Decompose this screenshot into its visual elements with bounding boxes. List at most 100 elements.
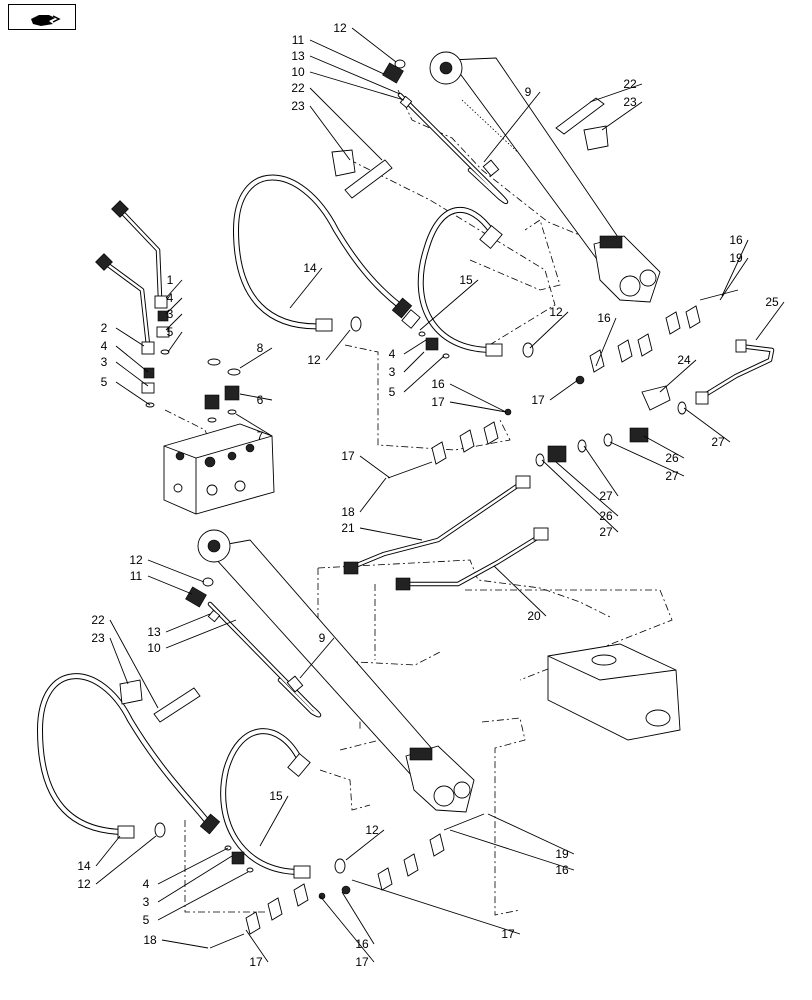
leader-line [115,361,149,387]
callout-label: 3 [167,307,174,321]
leader-line [483,91,541,163]
tube-20 [395,527,549,591]
callout-label: 4 [101,339,108,353]
leader-line [341,891,375,945]
callout-label: 3 [101,355,108,369]
leader-line [157,855,233,903]
callout-label: 19 [729,251,743,265]
callout-label: 18 [341,505,355,519]
leader-line [541,459,619,533]
callout-label: 13 [147,625,161,639]
callout-label: 17 [501,927,515,941]
leader-line [235,413,273,437]
callout-label: 7 [257,429,264,443]
leader-line [239,347,273,369]
leader-line [719,257,749,301]
leader-line [319,895,375,963]
leader-line [289,267,323,309]
leader-line [609,441,685,477]
lower-tube-10 [185,577,322,718]
leader-line [309,55,401,95]
callout-label: 27 [599,489,613,503]
navigation-button[interactable] [8,4,76,30]
callout-label: 10 [147,641,161,655]
leader-line [449,401,507,413]
callout-label: 20 [527,609,541,623]
leader-line [549,379,579,401]
leader-line [165,279,183,299]
leader-line [683,407,731,443]
hand-pointer-icon [31,15,61,26]
callout-label: 12 [77,877,91,891]
hose-15-lower [220,728,346,879]
callout-label: 21 [341,521,355,535]
leader-line [403,339,427,355]
leader-line [359,527,423,541]
leader-line [299,637,335,679]
callout-label: 22 [623,77,637,91]
callout-label: 16 [431,377,445,391]
callout-label: 14 [77,859,91,873]
leader-line [157,847,229,885]
leader-line [239,393,273,401]
callout-label: 25 [765,295,779,309]
tube-21 [343,475,531,575]
leader-line [589,83,643,103]
leader-line [115,381,151,406]
callout-label: 17 [341,449,355,463]
leader-line [583,445,619,497]
leader-line [529,311,569,349]
callout-label: 12 [365,823,379,837]
leader-line [165,619,237,649]
callout-label: 3 [143,895,150,909]
leader-line [359,455,391,479]
leader-line [487,813,575,855]
hose-14-lower [36,673,221,839]
leader-line [95,835,121,867]
leader-line [309,87,383,161]
callout-label: 5 [389,385,396,399]
callout-labels: 1211131022239222314151212143524358674351… [77,21,779,969]
callout-label: 12 [333,21,347,35]
leader-line [351,27,397,63]
hose-15-upper [417,206,534,359]
leader-line [165,297,183,315]
leader-line [165,613,211,633]
leader-line [109,619,159,709]
leader-lines [95,27,785,963]
leader-line [245,929,269,963]
callout-label: 17 [531,393,545,407]
callout-label: 27 [599,525,613,539]
leader-line [659,359,697,393]
callout-label: 5 [143,913,150,927]
callout-label: 16 [597,311,611,325]
callout-label: 16 [555,863,569,877]
leader-line [601,101,643,131]
leader-line [157,871,249,921]
clamps-upper [331,97,609,199]
callout-label: 12 [549,305,563,319]
hose-14-upper [232,174,421,332]
callout-label: 2 [101,321,108,335]
clamp-rows [387,289,739,479]
leader-line [309,39,385,75]
leader-line [345,829,385,861]
callout-label: 14 [303,261,317,275]
leader-line [493,565,547,617]
leader-line [161,939,209,949]
callout-label: 17 [431,395,445,409]
callout-label: 11 [130,569,143,583]
leader-line [449,829,575,871]
callout-label: 27 [711,435,725,449]
callout-label: 17 [249,955,263,969]
leader-line [403,355,445,393]
callout-label: 26 [665,451,679,465]
leader-line [115,345,149,373]
callout-label: 24 [677,353,691,367]
callout-label: 4 [143,877,150,891]
callout-label: 1 [167,273,174,287]
callout-label: 22 [91,613,105,627]
callout-label: 23 [291,99,305,113]
callout-label: 17 [355,955,369,969]
